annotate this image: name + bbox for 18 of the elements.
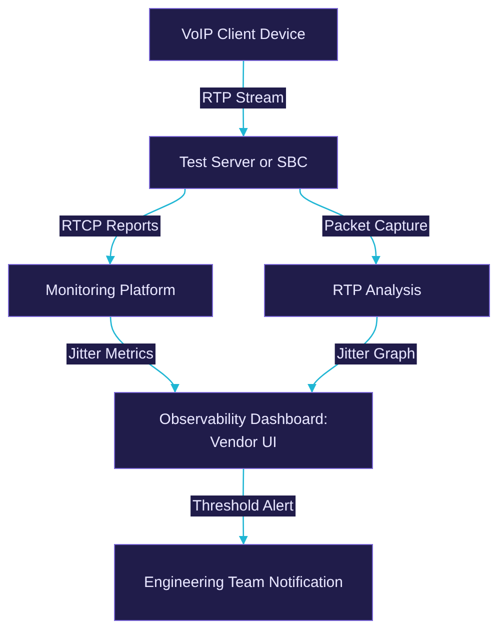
edge-label: Jitter Graph [334, 344, 418, 364]
node-label: Engineering Team Notification [144, 573, 343, 593]
process-box [8, 264, 213, 317]
process-box [149, 136, 338, 189]
edge-label: Threshold Alert [190, 496, 296, 516]
node-label: RTP Analysis [332, 281, 422, 301]
edge-label: Jitter Metrics [66, 344, 156, 364]
node-label: VoIP Client Device [182, 25, 306, 45]
process-box [114, 392, 373, 469]
edge-label: RTP Stream [200, 88, 286, 108]
process-box [114, 544, 373, 621]
edge-label: Packet Capture [322, 216, 430, 236]
node-label: Monitoring Platform [45, 281, 176, 301]
node-label: Observability Dashboard: Vendor UI [158, 410, 329, 452]
edge-label: RTCP Reports [60, 216, 160, 236]
process-box [149, 8, 338, 61]
node-label: Test Server or SBC [179, 153, 308, 173]
process-box [264, 264, 490, 317]
